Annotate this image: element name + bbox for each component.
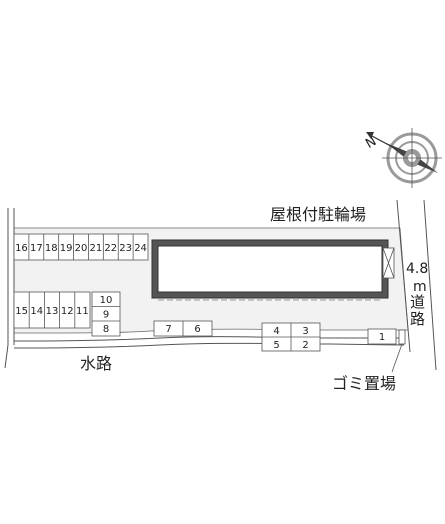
label-road-unit: m (413, 279, 427, 295)
space-4: 4 (273, 326, 279, 337)
waterway-channel-lower (13, 342, 405, 349)
parking-stack: 10 9 8 (91, 291, 121, 337)
label-road-1: 道 (410, 293, 425, 311)
space-3: 3 (302, 326, 308, 337)
garbage-leader (391, 343, 403, 373)
space-20: 20 (75, 243, 88, 254)
space-24: 24 (134, 243, 147, 254)
garbage-box (398, 329, 406, 345)
space-21: 21 (90, 243, 103, 254)
building (151, 239, 389, 301)
parking-block: 4 3 5 2 (261, 322, 321, 352)
waterway-channel-upper (13, 336, 402, 342)
compass-rose-icon (366, 128, 442, 188)
space-22: 22 (104, 243, 117, 254)
parking-single: 1 (367, 328, 397, 345)
space-14: 14 (30, 306, 43, 317)
space-7: 7 (165, 324, 171, 335)
parking-pair: 7 6 (153, 320, 213, 337)
space-16: 16 (15, 243, 28, 254)
space-19: 19 (60, 243, 73, 254)
space-6: 6 (194, 324, 200, 335)
space-5: 5 (273, 340, 279, 351)
cross-box-icon (382, 247, 395, 279)
space-15: 15 (15, 306, 28, 317)
space-10: 10 (100, 295, 113, 306)
space-9: 9 (103, 310, 109, 321)
label-road-2: 路 (410, 310, 425, 328)
space-8: 8 (103, 324, 109, 335)
road-edge-right (423, 199, 437, 371)
space-1: 1 (379, 332, 385, 343)
space-23: 23 (119, 243, 132, 254)
left-boundary-slant (4, 344, 9, 369)
road-edge-left (396, 199, 411, 353)
space-18: 18 (45, 243, 58, 254)
space-11: 11 (76, 306, 89, 317)
space-17: 17 (30, 243, 43, 254)
compass-letter: N (363, 134, 379, 152)
label-garbage-area: ゴミ置場 (332, 374, 396, 393)
label-road-width: 4.8 (406, 261, 428, 277)
space-13: 13 (46, 306, 59, 317)
label-roof-bicycle-parking: 屋根付駐輪場 (270, 205, 366, 224)
label-waterway: 水路 (80, 354, 112, 373)
space-2: 2 (302, 340, 308, 351)
space-12: 12 (61, 306, 74, 317)
